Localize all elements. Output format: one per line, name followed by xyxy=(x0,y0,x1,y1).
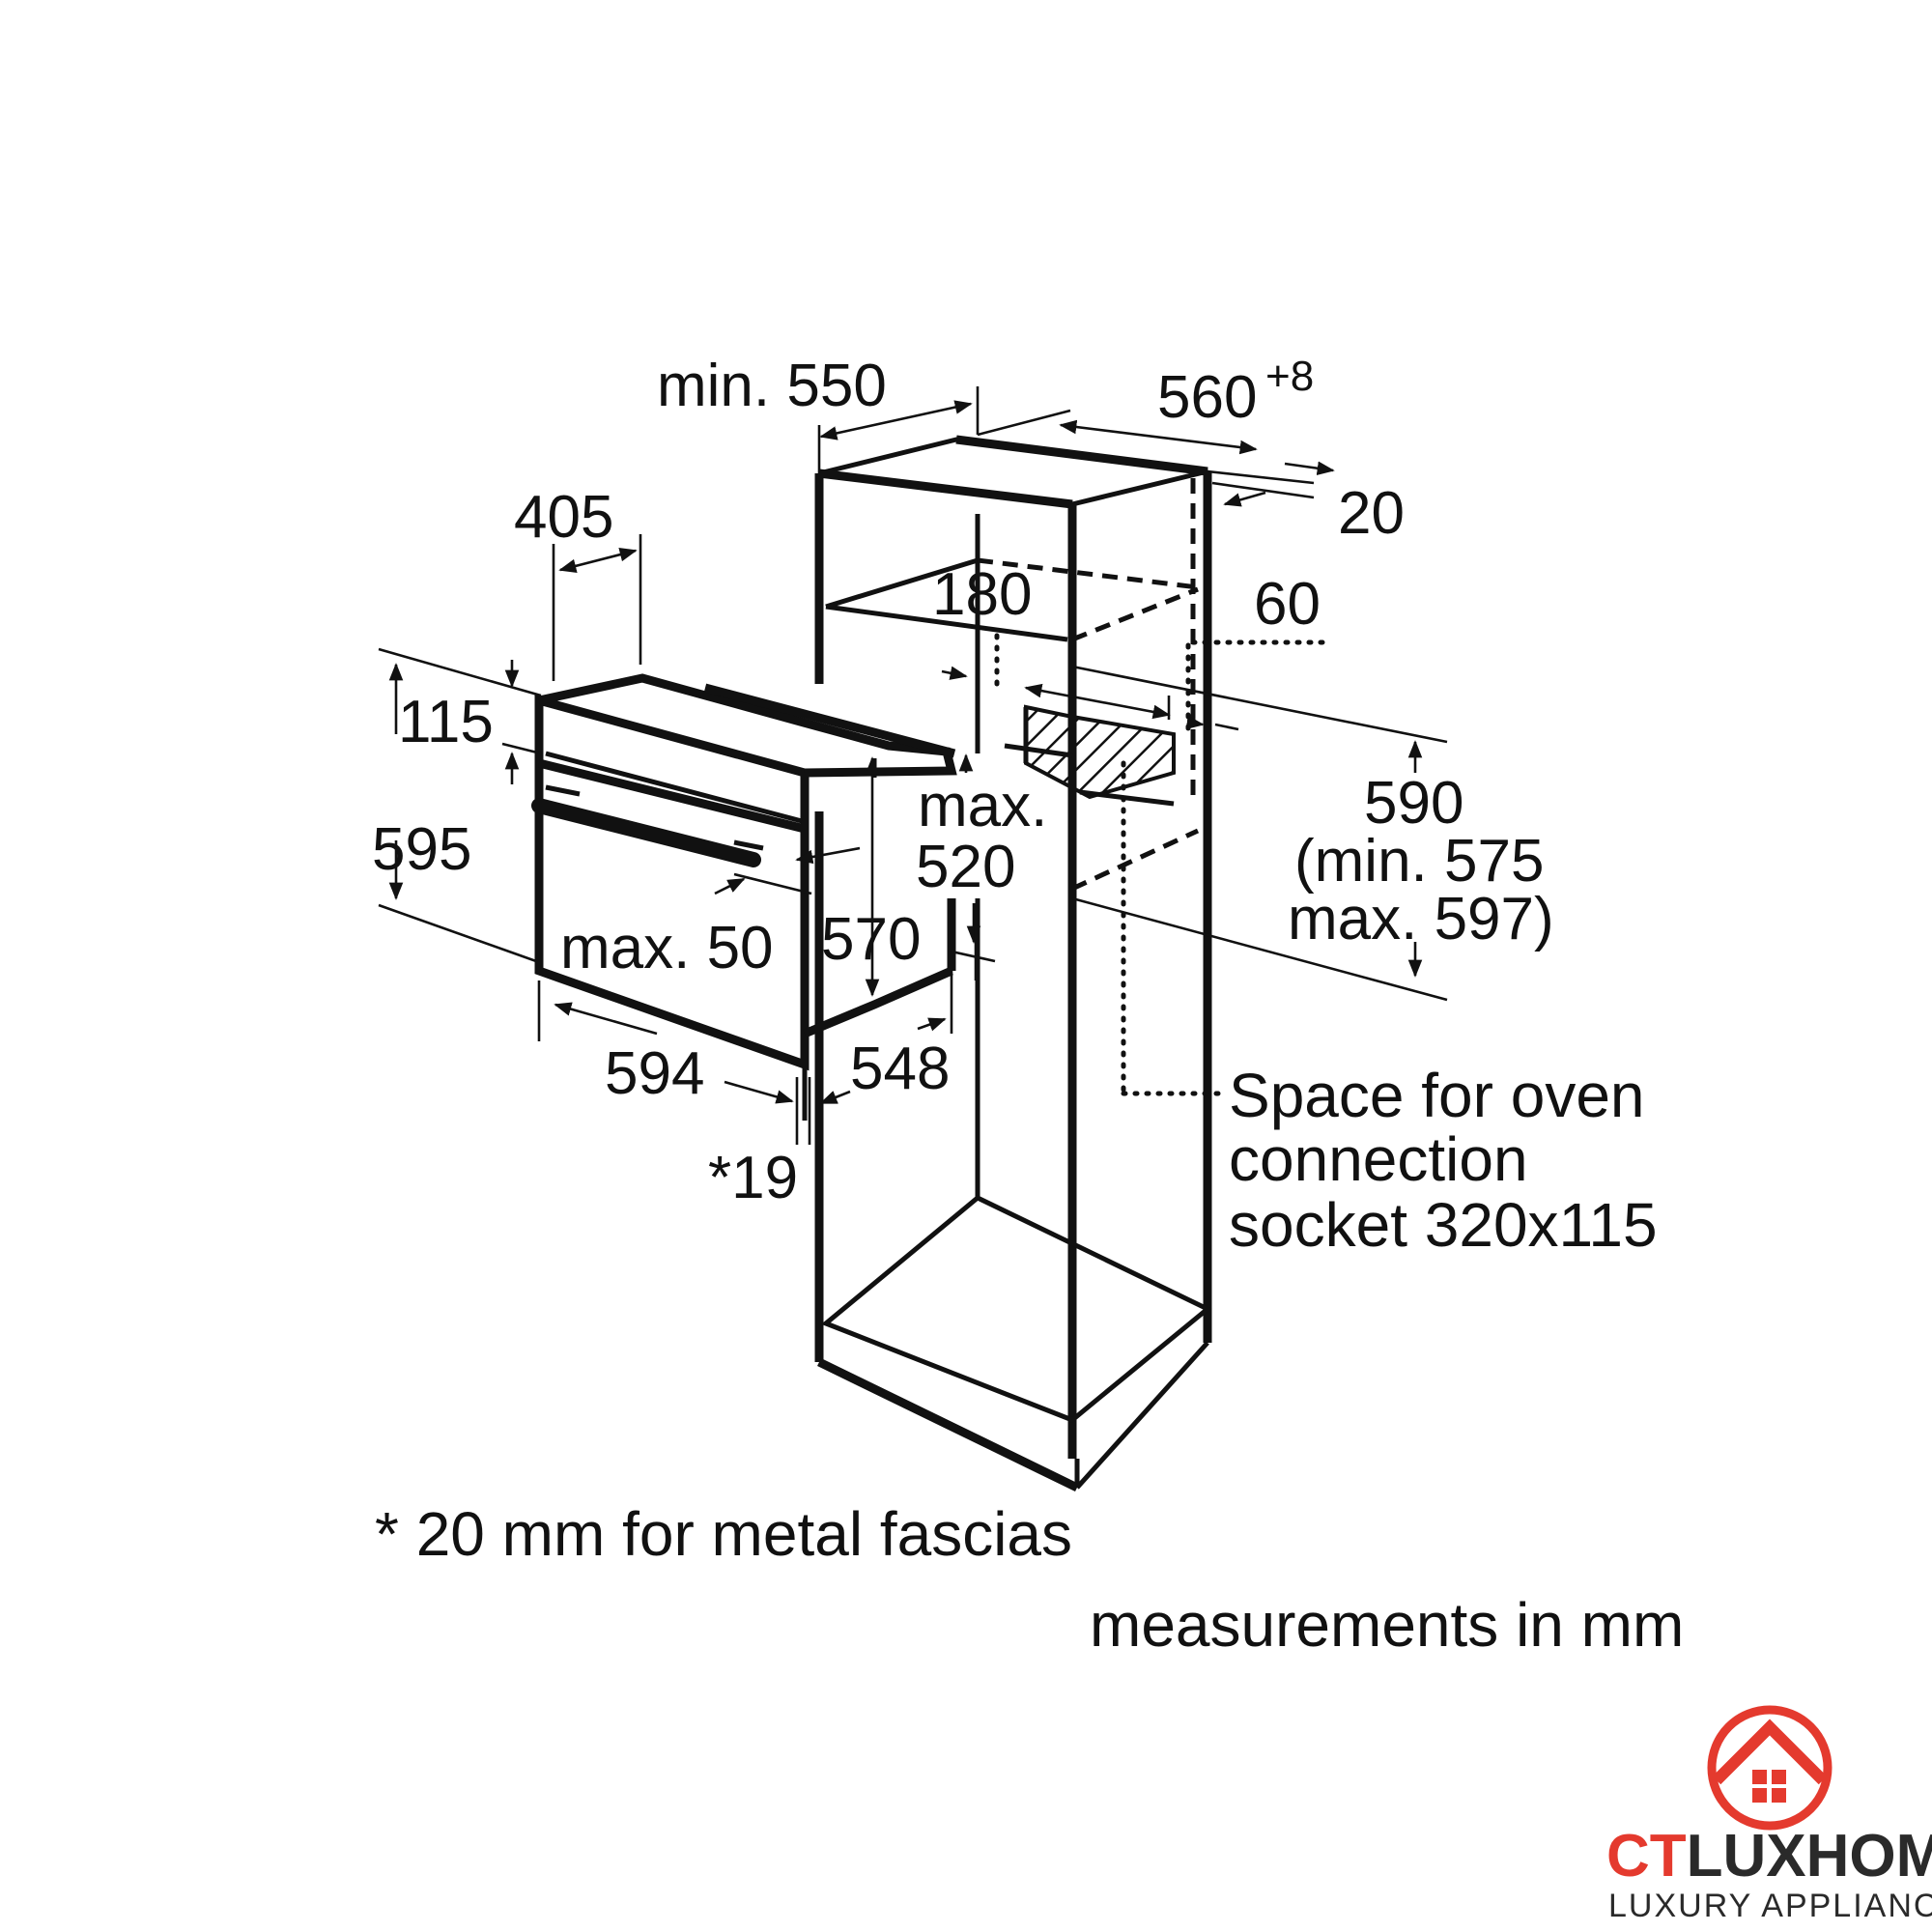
dim-niche-height: 590 xyxy=(1364,770,1463,837)
oven-drawing xyxy=(531,673,957,1121)
brand-name: CTLUXHOME xyxy=(1606,1823,1932,1889)
dim-body-height: 570 xyxy=(821,906,921,973)
dim-oven-height: 595 xyxy=(372,816,471,883)
house-icon xyxy=(1707,1705,1833,1831)
dim-panel-protrusion: max. 50 xyxy=(560,915,774,981)
dim-niche-width: 560 xyxy=(1157,364,1257,431)
dim-niche-height-min: (min. 575 xyxy=(1294,828,1544,895)
socket-note-line3: socket 320x115 xyxy=(1229,1190,1658,1260)
dim-cable-length-value: 520 xyxy=(916,834,1015,900)
brand-tagline: LUXURY APPLIANCES xyxy=(1608,1888,1932,1924)
units-note: measurements in mm xyxy=(1090,1590,1684,1660)
dim-control-panel-height: 115 xyxy=(398,689,494,755)
brand-logo: CTLUXHOME LUXURY APPLIANCES xyxy=(1606,1705,1932,1924)
dim-body-depth: 548 xyxy=(850,1036,950,1102)
dimension-labels: min. 550 560 +8 20 180 60 590 (min. 575 … xyxy=(372,353,1554,1211)
dim-rear-offset: 60 xyxy=(1254,571,1321,638)
dim-niche-height-max: max. 597) xyxy=(1288,886,1554,952)
socket-note-line1: Space for oven xyxy=(1229,1061,1645,1130)
dim-side-gap: 20 xyxy=(1338,480,1405,547)
cabinet-drawing xyxy=(814,435,1212,1492)
socket-note: Space for oven connection socket 320x115 xyxy=(1229,1061,1658,1260)
dim-vent-depth: 180 xyxy=(932,561,1032,628)
socket-note-line2: connection xyxy=(1229,1124,1528,1194)
dim-fascia-thickness: *19 xyxy=(708,1145,798,1211)
dim-oven-width: 594 xyxy=(605,1040,704,1107)
dim-niche-width-tolerance: +8 xyxy=(1265,353,1314,400)
dim-cable-length-label: max. xyxy=(918,773,1047,839)
dim-cabinet-depth: min. 550 xyxy=(657,353,887,419)
dim-oven-top-depth: 405 xyxy=(514,484,613,551)
metal-fascia-footnote: * 20 mm for metal fascias xyxy=(375,1499,1072,1569)
dimension-lines xyxy=(378,386,1448,1145)
